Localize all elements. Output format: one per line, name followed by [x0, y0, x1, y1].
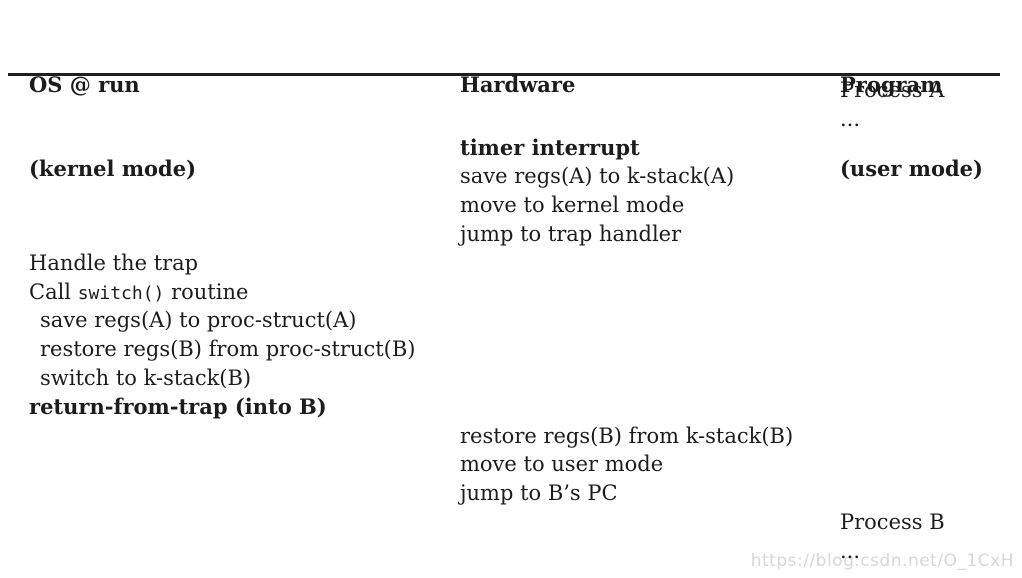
- column-header-program-line1: Program: [840, 72, 943, 97]
- table-row: timer interrupt: [460, 134, 640, 160]
- table-row: return-from-trap (into B): [29, 393, 327, 419]
- header-rule: [8, 73, 1000, 76]
- watermark: https://blog.csdn.net/O_1CxH: [750, 551, 1014, 571]
- table-row: save regs(A) to proc-struct(A): [40, 308, 357, 333]
- column-header-os: OS @ run (kernel mode): [29, 15, 196, 239]
- column-header-hardware: Hardware: [460, 15, 575, 155]
- table-row: Call switch() routine: [29, 278, 248, 309]
- column-header-os-line2: (kernel mode): [29, 156, 197, 181]
- code-text: switch(): [77, 282, 165, 304]
- table-row: jump to trap handler: [460, 222, 682, 246]
- table-row: ...: [840, 538, 861, 563]
- table-row: Process B: [840, 510, 945, 534]
- table-row: switch to k-stack(B): [40, 366, 252, 390]
- table-row: restore regs(B) from proc-struct(B): [40, 337, 416, 362]
- table-row: Handle the trap: [29, 250, 199, 275]
- column-header-program: Program (user mode): [840, 15, 983, 239]
- row-text: routine: [164, 279, 249, 304]
- column-header-program-line2: (user mode): [840, 156, 983, 181]
- table-row: save regs(A) to k-stack(A): [460, 164, 735, 189]
- table-row: restore regs(B) from k-stack(B): [460, 423, 794, 448]
- column-header-os-line1: OS @ run: [29, 72, 140, 97]
- row-text: Call: [29, 279, 78, 304]
- table-row: move to user mode: [460, 452, 664, 477]
- table-row: Process A: [840, 78, 945, 102]
- table-row: move to kernel mode: [460, 193, 685, 218]
- table-row: ...: [840, 106, 861, 131]
- column-header-hardware-line1: Hardware: [460, 72, 576, 97]
- table-row: jump to B’s PC: [460, 481, 618, 506]
